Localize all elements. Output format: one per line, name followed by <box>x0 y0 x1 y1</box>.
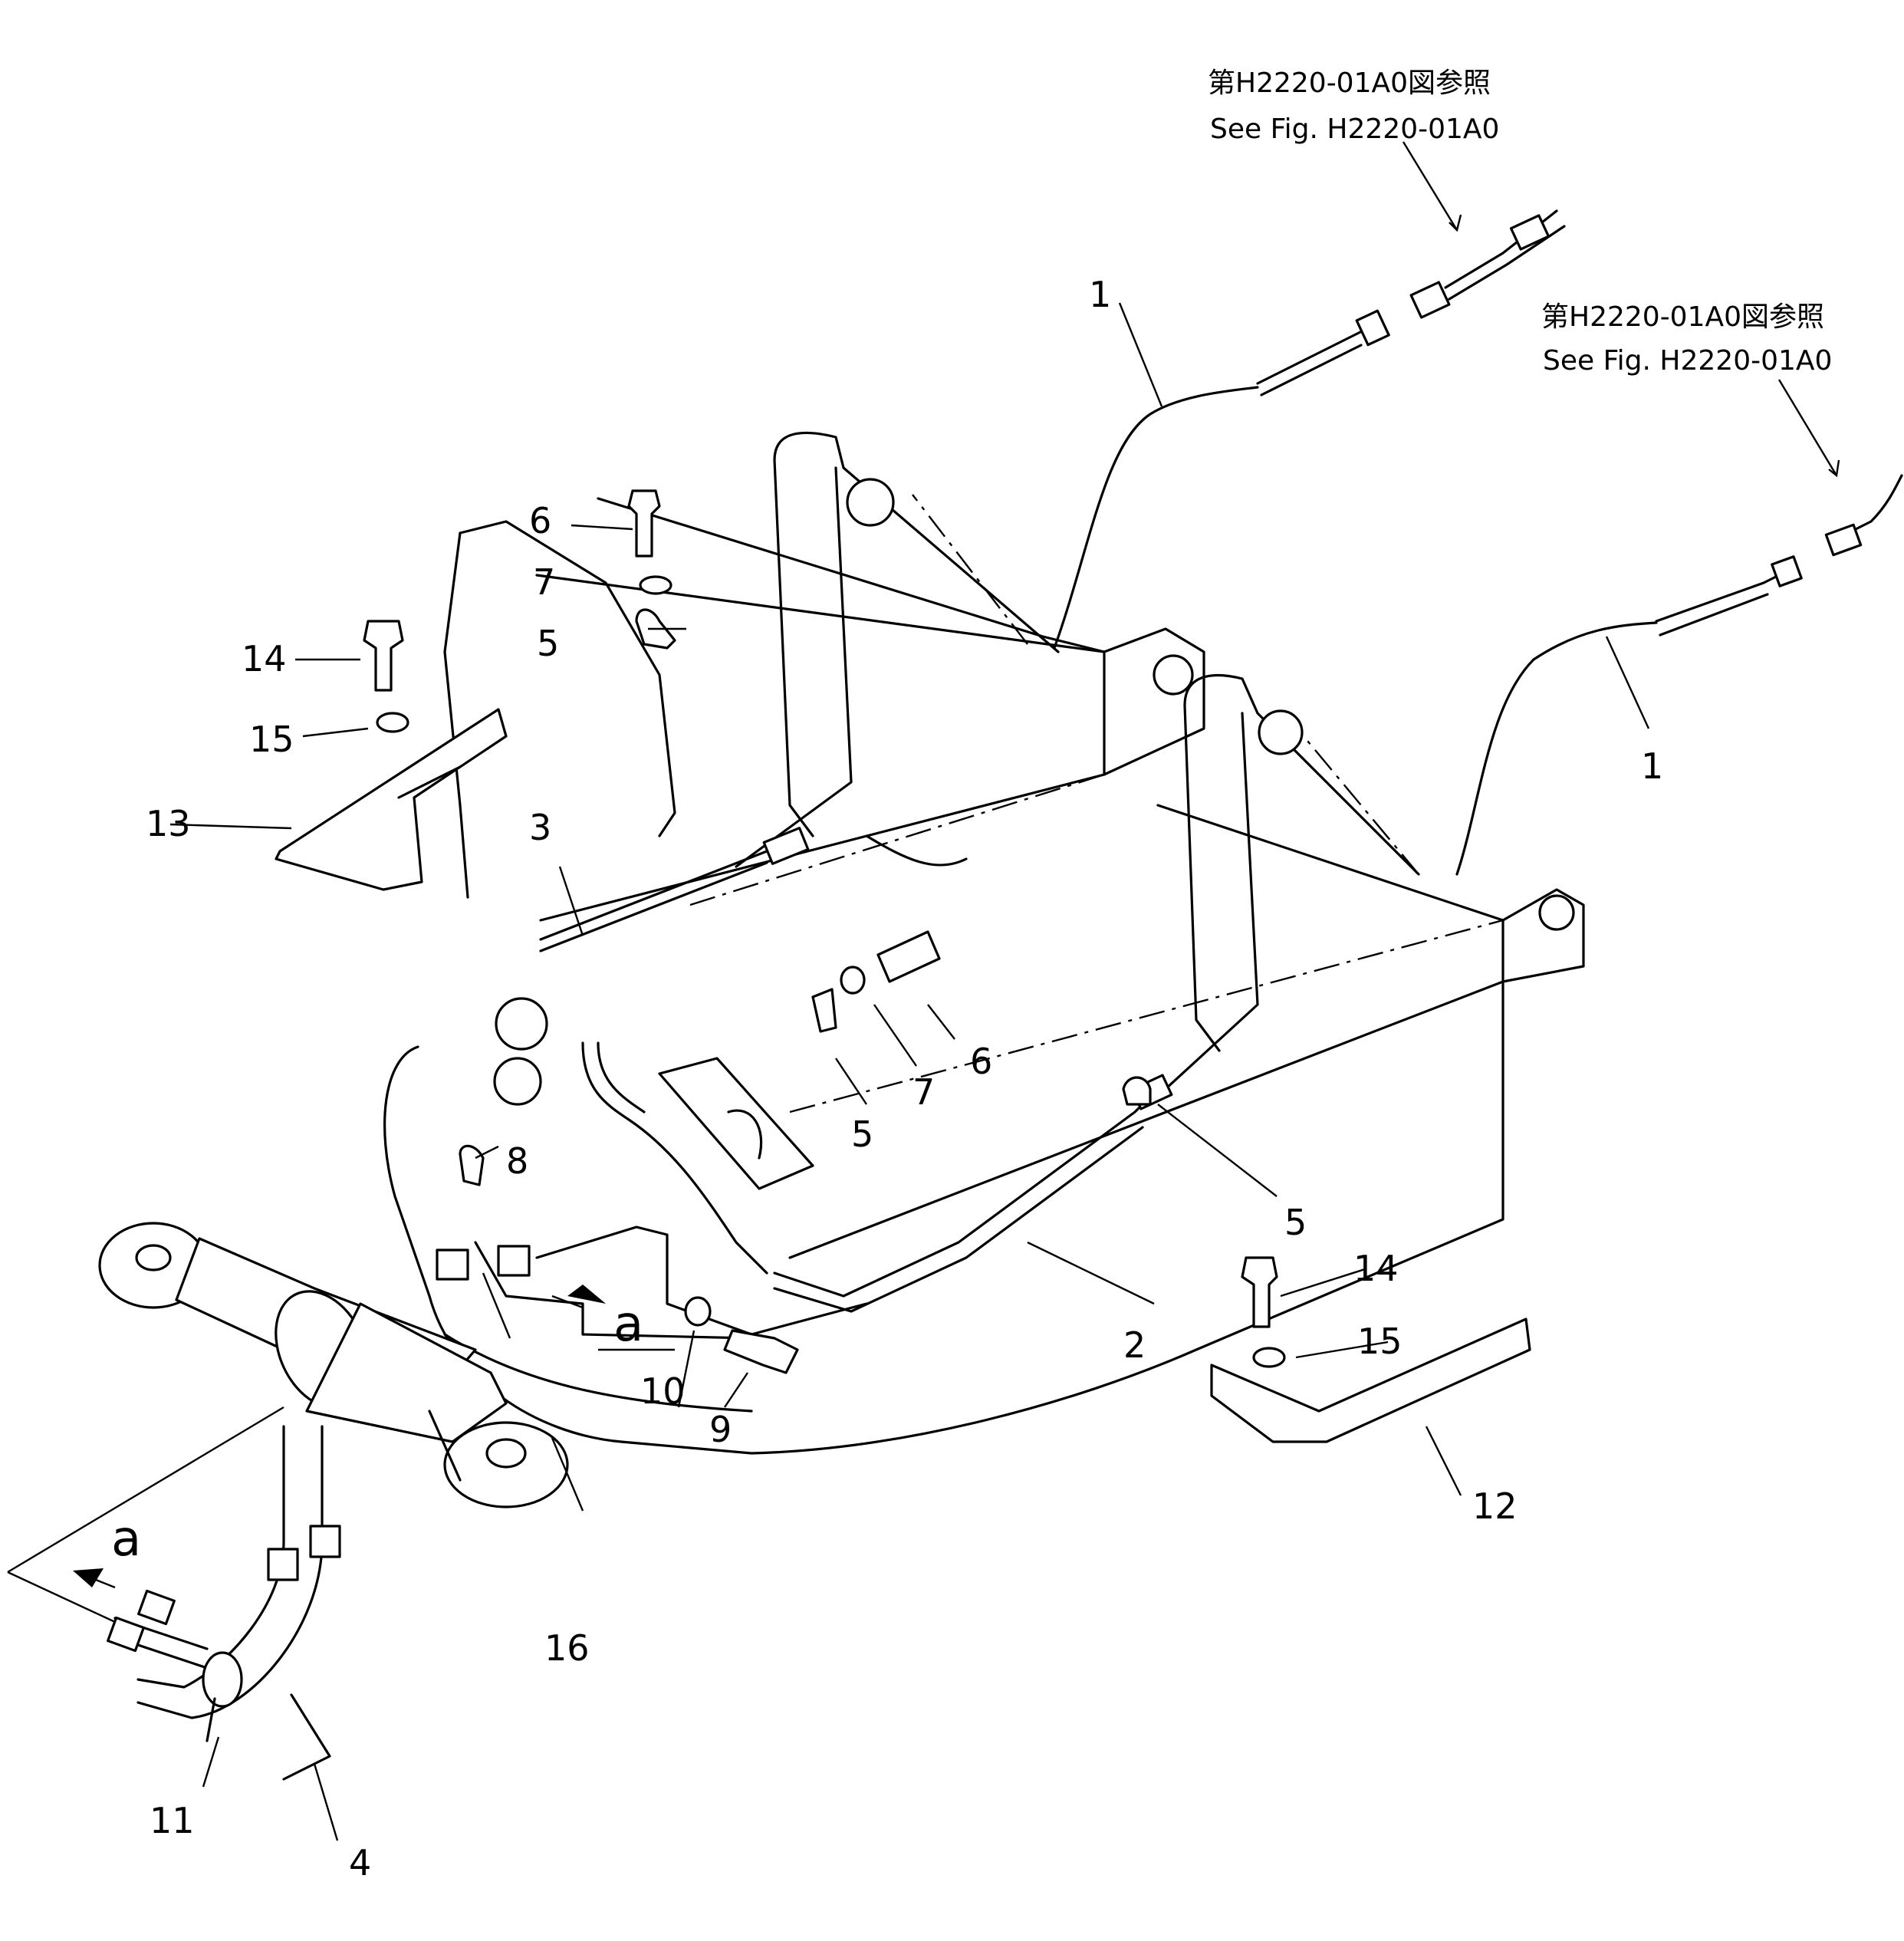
fitting-block-left <box>436 1248 469 1281</box>
clip-part-8 <box>459 1144 485 1186</box>
callout-5-right: 5 <box>1284 1202 1307 1243</box>
callout-12: 12 <box>1472 1485 1518 1527</box>
ref-top-jp: 第H2220-01A0図参照 <box>1208 67 1491 99</box>
clip-part-5-right <box>1122 1076 1152 1106</box>
callout-10: 10 <box>640 1370 686 1412</box>
bolt-part-6-mid <box>876 930 941 983</box>
callout-5-mid: 5 <box>851 1114 873 1155</box>
view-mark-a-1: a <box>613 1296 643 1353</box>
callout-9: 9 <box>709 1409 732 1450</box>
view-mark-a-2: a <box>111 1511 141 1568</box>
callout-15-left: 15 <box>249 719 294 760</box>
hose-part-1-left <box>1053 209 1566 650</box>
washer-part-15-right <box>1252 1347 1286 1368</box>
callout-4: 4 <box>349 1842 371 1883</box>
washer-part-15-left <box>376 712 409 733</box>
washer-part-10 <box>684 1296 712 1327</box>
callout-14-right: 14 <box>1353 1248 1399 1289</box>
tube-part-2 <box>535 1074 1173 1336</box>
cylinder-part-16 <box>98 1222 569 1508</box>
callout-3: 3 <box>529 807 551 848</box>
view-arrow-head-1 <box>567 1285 606 1304</box>
callout-7-top: 7 <box>533 561 555 603</box>
callout-2: 2 <box>1123 1324 1146 1366</box>
bolt-part-14-left <box>363 620 404 692</box>
callout-6-mid: 6 <box>970 1041 992 1082</box>
tube-part-3 <box>539 827 810 1275</box>
bolt-part-14-right <box>1241 1256 1278 1328</box>
cover-part-13 <box>275 708 508 891</box>
view-line-2 <box>7 1571 116 1624</box>
callout-6-top: 6 <box>529 500 551 541</box>
callout-15-right: 15 <box>1357 1321 1403 1362</box>
callout-5-top: 5 <box>537 623 559 664</box>
cover-part-12 <box>1210 1318 1531 1443</box>
view-line <box>7 1406 284 1574</box>
callout-16: 16 <box>544 1627 590 1669</box>
view-arrow-head-2 <box>73 1568 104 1587</box>
ref-top-en: See Fig. H2220-01A0 <box>1210 113 1499 145</box>
callout-8: 8 <box>506 1140 528 1182</box>
washer-part-7-mid <box>840 966 866 995</box>
leader-lines <box>76 141 1840 1841</box>
callout-11: 11 <box>150 1800 195 1841</box>
hose-part-4 <box>107 1425 341 1781</box>
clamp-part-11 <box>202 1651 243 1742</box>
ref-right-jp: 第H2220-01A0図参照 <box>1541 301 1824 333</box>
callout-14-left: 14 <box>242 638 287 679</box>
callout-13: 13 <box>146 803 191 844</box>
fitting-block-right <box>497 1245 531 1277</box>
callout-7-mid: 7 <box>913 1071 935 1113</box>
bolt-part-9 <box>723 1329 799 1374</box>
callout-1-right: 1 <box>1641 745 1663 787</box>
callout-1-left: 1 <box>1089 274 1111 315</box>
ref-right-en: See Fig. H2220-01A0 <box>1543 345 1832 377</box>
washer-part-7-top <box>639 575 672 595</box>
bolt-part-6-top <box>627 489 661 558</box>
clip-part-5-mid <box>811 988 837 1033</box>
hose-part-1-right <box>1455 474 1903 876</box>
